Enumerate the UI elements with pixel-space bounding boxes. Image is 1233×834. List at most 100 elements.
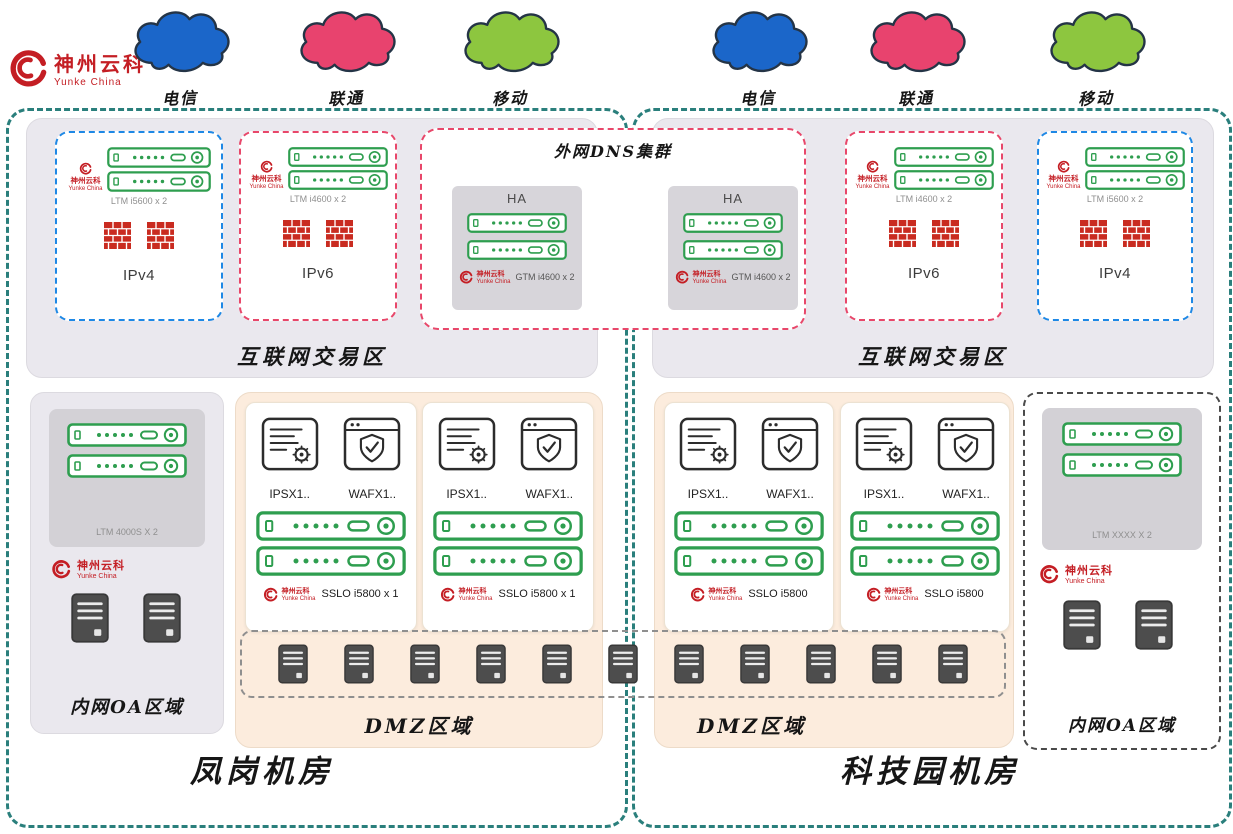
dmz-zone-left: IPSX1.. WAFX1.. 神州云科 Yunke China SSLO i5… xyxy=(235,392,603,748)
cloud-mobile-left: 移动 xyxy=(452,4,568,109)
brand-title: 神州云科 xyxy=(708,588,737,595)
ips-label: IPSX1.. xyxy=(446,487,487,501)
cloud-telecom-left: 电信 xyxy=(122,4,238,109)
firewall-icon xyxy=(932,220,959,247)
yunke-mini-logo: 神州云科 Yunke China xyxy=(675,269,727,285)
waf-column: WAFX1.. xyxy=(927,417,1005,501)
appliance-icon xyxy=(682,213,784,233)
waf-label: WAFX1.. xyxy=(525,487,574,501)
left-datacenter-border xyxy=(6,108,628,828)
host-icon xyxy=(740,644,770,684)
firewall-icon xyxy=(326,220,353,247)
appliance-icon xyxy=(288,147,388,167)
ltm-device-stack: 神州云科 Yunke China xyxy=(249,147,388,190)
yunke-mini-logo: 神州云科 Yunke China xyxy=(855,160,891,190)
sslo-model-row: 神州云科 Yunke China SSLO i5800 x 1 xyxy=(440,586,576,602)
appliance-icon xyxy=(1085,170,1185,190)
brand-subtitle: Yunke China xyxy=(77,573,117,580)
brand-text: 神州云科 Yunke China xyxy=(1065,562,1113,585)
ipv6-box-right: 神州云科 Yunke China LTM i4600 x 2 IPv6 xyxy=(845,131,1003,321)
security-icon-row: IPSX1.. WAFX1.. xyxy=(423,417,593,501)
brand-text: 神州云科 Yunke China xyxy=(458,586,492,602)
firewall-row xyxy=(889,220,959,247)
appliance-icon xyxy=(894,147,994,167)
gtm-model-row: 神州云科 Yunke China GTM i4600 x 2 xyxy=(459,269,575,285)
cloud-icon xyxy=(1038,4,1154,78)
firewall-icon xyxy=(283,220,310,247)
appliance-icon xyxy=(256,546,406,576)
security-icon-row: IPSX1.. WAFX1.. xyxy=(665,417,833,501)
brand-swirl-icon xyxy=(51,559,71,579)
device-model-label: LTM i5600 x 2 xyxy=(1086,194,1144,204)
ips-column: IPSX1.. xyxy=(428,417,506,501)
waf-column: WAFX1.. xyxy=(751,417,829,501)
firewall-icon xyxy=(1080,220,1107,247)
appliance-icon xyxy=(850,546,1000,576)
device-model-label: LTM i5600 x 2 xyxy=(110,196,168,206)
ips-label: IPSX1.. xyxy=(269,487,310,501)
firewall-icon xyxy=(147,222,174,249)
appliance-icon xyxy=(466,213,568,233)
appliance-icon xyxy=(850,511,1000,541)
yunke-logo: 神州云科 Yunke China xyxy=(51,557,125,580)
brand-title: 神州云科 xyxy=(251,174,282,183)
cloud-mobile-right: 移动 xyxy=(1038,4,1154,109)
host-icon xyxy=(938,644,968,684)
brand-subtitle: Yunke China xyxy=(692,279,727,285)
brand-subtitle: Yunke China xyxy=(708,596,743,602)
appliance-stack xyxy=(288,147,388,190)
internet-zone-label: 互联网交易区 xyxy=(237,344,387,369)
gtm-model-label: GTM i4600 x 2 xyxy=(515,272,575,282)
ltm-device-stack: 神州云科 Yunke China xyxy=(1046,147,1185,190)
internet-zone-label: 互联网交易区 xyxy=(858,344,1008,369)
brand-text: 神州云科 Yunke China xyxy=(54,48,146,88)
appliance-icon xyxy=(674,546,824,576)
oa-device-panel: LTM 4000S X 2 xyxy=(49,409,205,547)
appliance-icon xyxy=(674,511,824,541)
host-icon xyxy=(344,644,374,684)
brand-title: 神州云科 xyxy=(884,588,913,595)
brand-swirl-icon xyxy=(260,160,273,173)
brand-subtitle: Yunke China xyxy=(1046,184,1081,190)
device-model-label: LTM i4600 x 2 xyxy=(895,194,953,204)
firewall-icon xyxy=(104,222,131,249)
cloud-icon xyxy=(700,4,816,78)
ltm-device-stack: 神州云科 Yunke China xyxy=(68,147,211,192)
brand-subtitle: Yunke China xyxy=(884,596,919,602)
brand-swirl-icon xyxy=(675,270,689,284)
dc-label-science-park: 科技园机房 xyxy=(840,754,1020,790)
sslo-model-label: SSLO i5800 xyxy=(748,588,808,600)
host-icon xyxy=(278,644,308,684)
brand-title: 神州云科 xyxy=(857,174,888,183)
brand-swirl-icon xyxy=(79,162,92,175)
appliance-stack xyxy=(466,213,568,260)
brand-swirl-icon xyxy=(1039,564,1059,584)
oa-zone-left: LTM 4000S X 2 神州云科 Yunke China 内网OA区域 xyxy=(30,392,224,734)
sslo-group: IPSX1.. WAFX1.. 神州云科 Yunke China SSLO i5… xyxy=(664,402,834,632)
brand-swirl-icon xyxy=(866,160,879,173)
waf-column: WAFX1.. xyxy=(333,417,411,501)
appliance-icon xyxy=(288,170,388,190)
oa-zone-right: LTM XXXX X 2 神州云科 Yunke China 内网OA区域 xyxy=(1023,392,1221,750)
gtm-model-row: 神州云科 Yunke China GTM i4600 x 2 xyxy=(675,269,791,285)
appliance-icon xyxy=(66,423,188,447)
waf-label: WAFX1.. xyxy=(766,487,814,501)
yunke-logo: 神州云科 Yunke China xyxy=(1039,562,1113,585)
sslo-group: IPSX1.. WAFX1.. 神州云科 Yunke China SSLO i5… xyxy=(422,402,594,632)
brand-title: 神州云科 xyxy=(1065,565,1113,577)
brand-subtitle: Yunke China xyxy=(476,279,511,285)
waf-icon xyxy=(761,417,819,471)
brand-swirl-icon xyxy=(459,270,473,284)
host-icon xyxy=(674,644,704,684)
ips-column: IPSX1.. xyxy=(251,417,329,501)
appliance-stack xyxy=(1085,147,1185,190)
firewall-row xyxy=(104,222,174,249)
ltm-device-stack: 神州云科 Yunke China xyxy=(855,147,994,190)
brand-subtitle: Yunke China xyxy=(54,77,122,88)
brand-subtitle: Yunke China xyxy=(281,596,316,602)
waf-icon xyxy=(520,417,578,471)
brand-title: 神州云科 xyxy=(458,588,487,595)
host-icon xyxy=(872,644,902,684)
yunke-mini-logo: 神州云科 Yunke China xyxy=(249,160,285,190)
